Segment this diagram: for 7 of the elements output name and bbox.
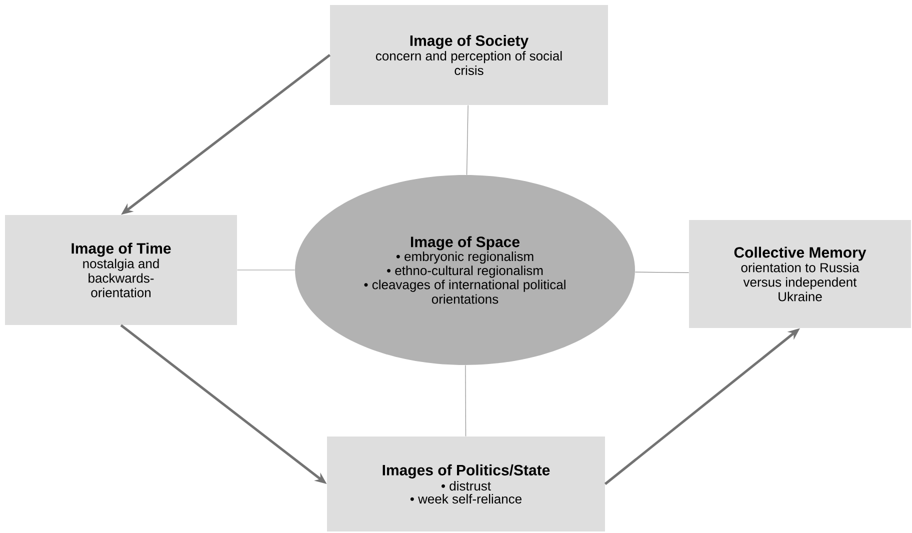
text-box: Image of Time nostalgia and backwards-orientation bbox=[5, 215, 237, 325]
connector-line bbox=[465, 364, 466, 437]
text-box: Images of Politics/State • distrust • week self-reliance bbox=[327, 436, 605, 532]
text-box: Collective Memory orientation to Russia versus independent Ukraine bbox=[689, 220, 912, 328]
connector-line bbox=[634, 272, 690, 273]
connector-line bbox=[466, 104, 468, 176]
text-box: Image of Society concern and perception of social crisis bbox=[330, 5, 608, 105]
